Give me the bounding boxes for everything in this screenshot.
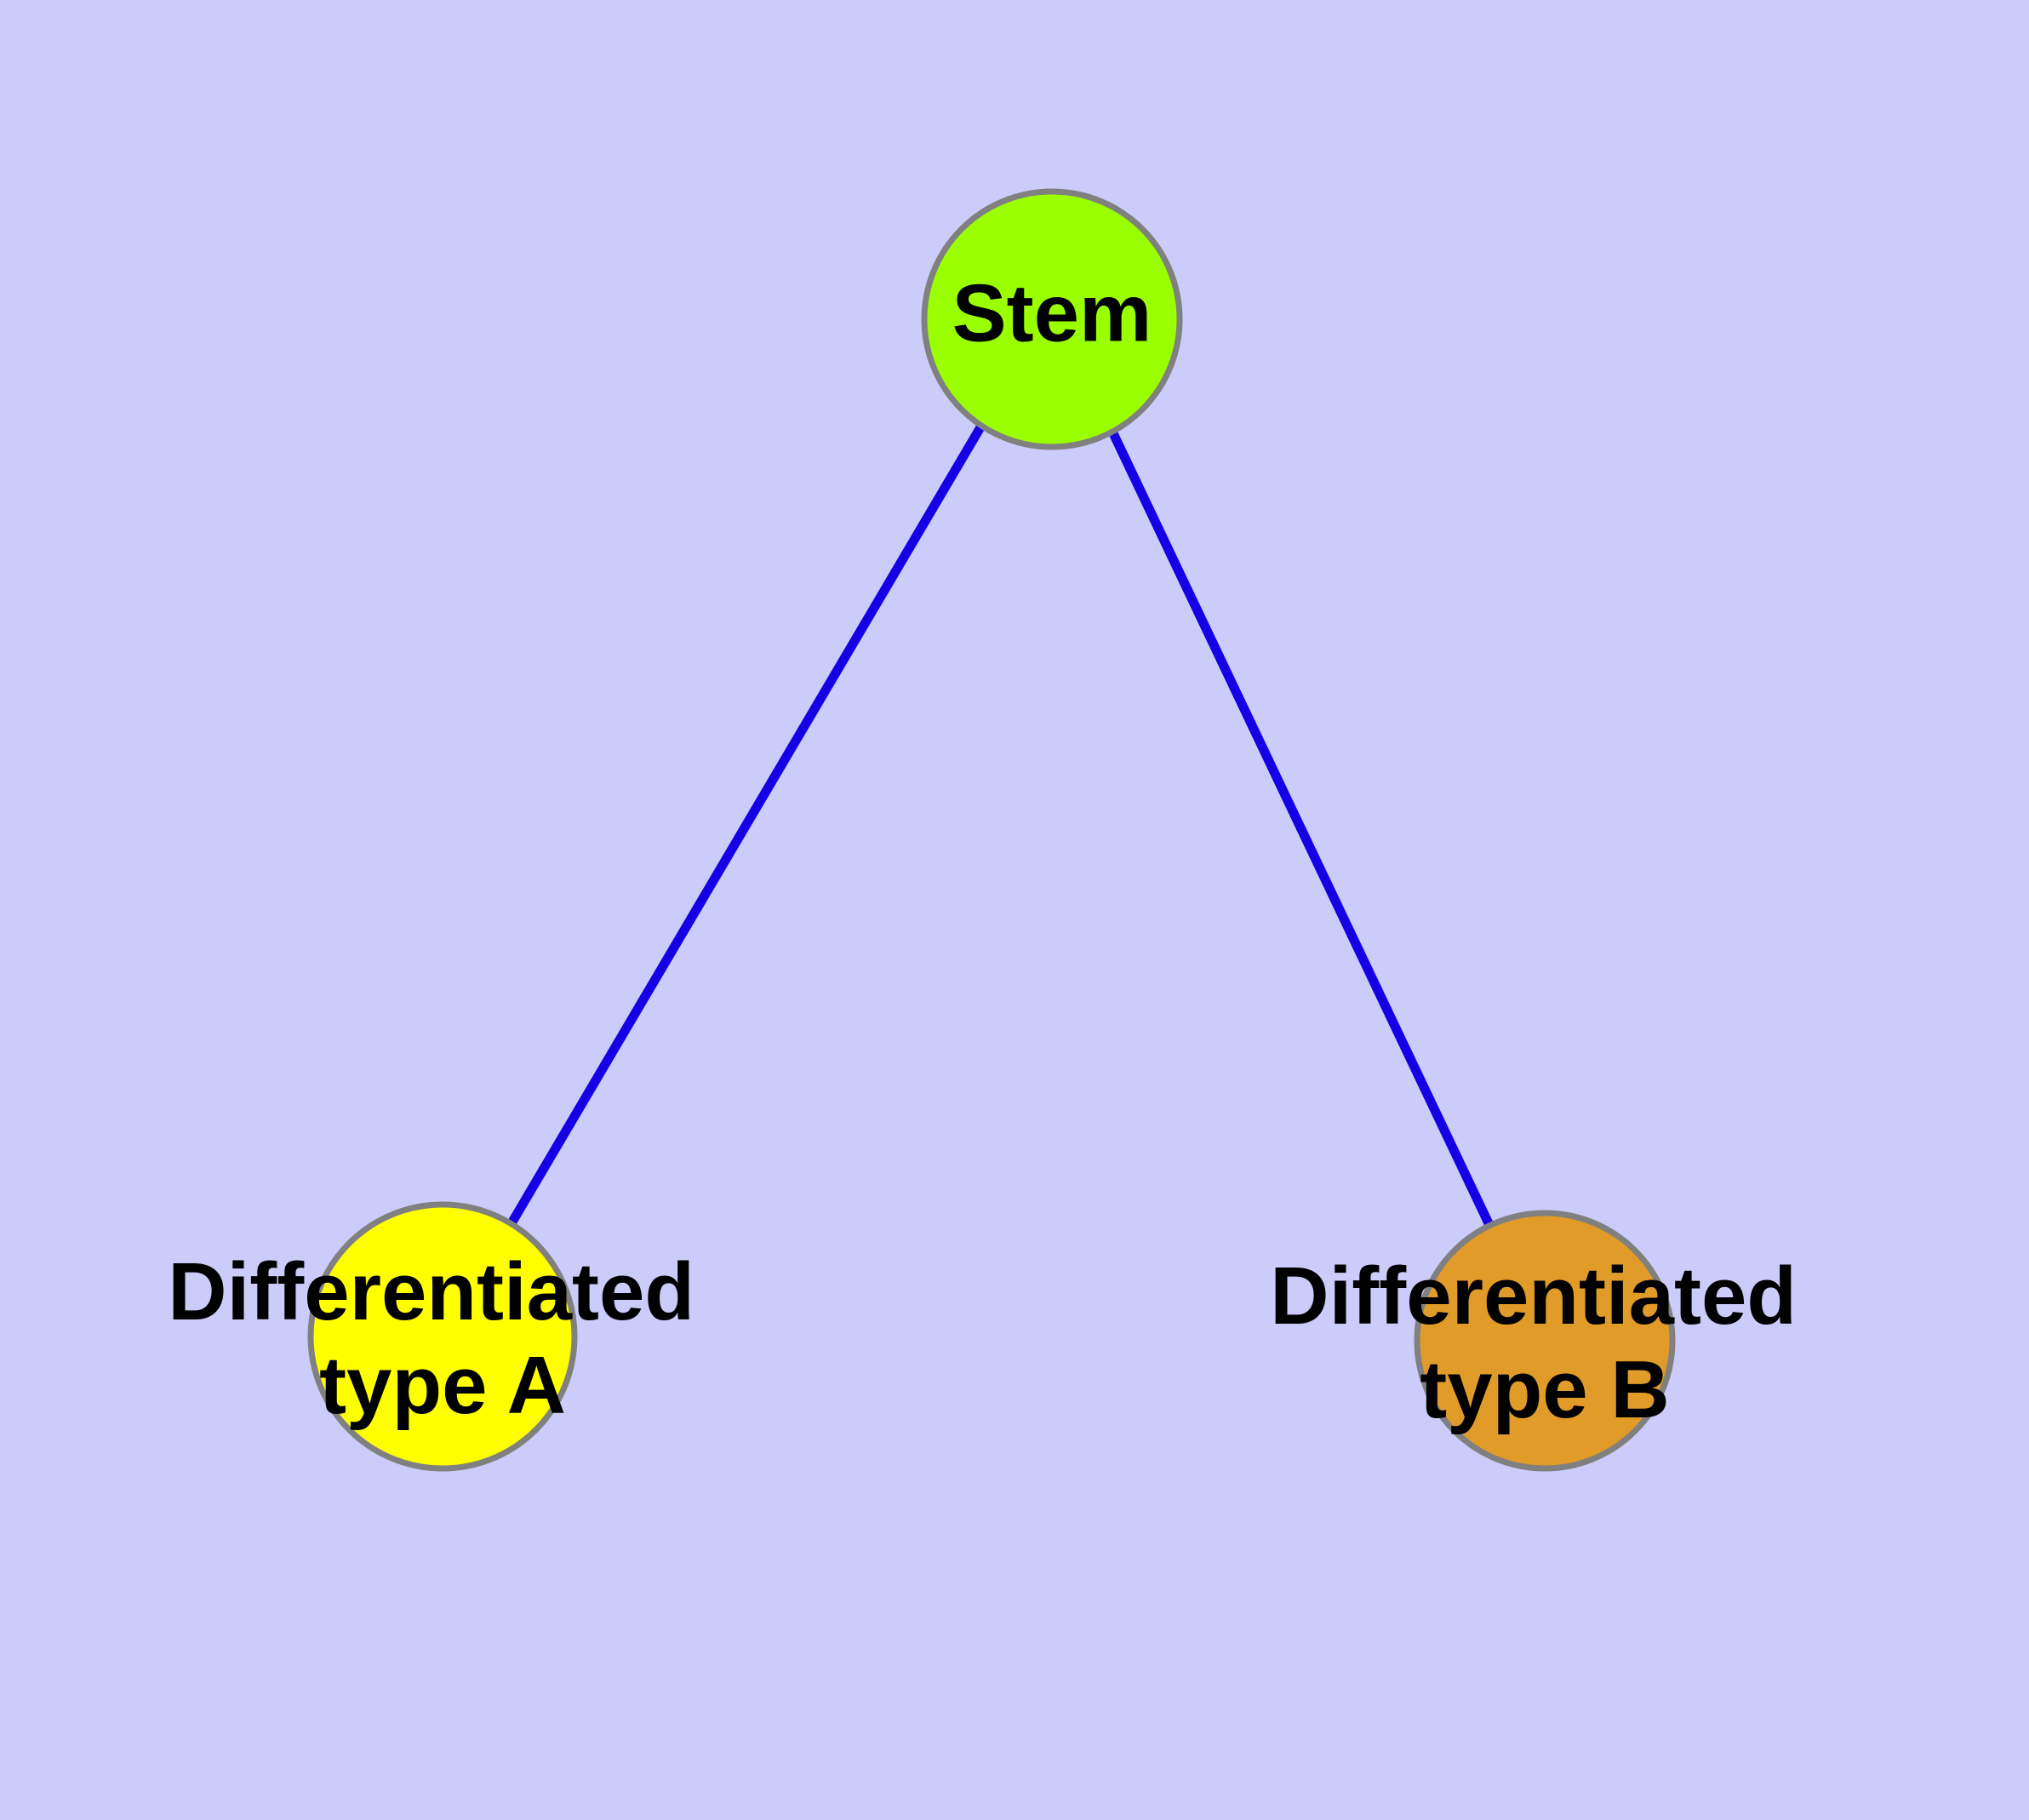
node-differentiated-type-a-label-line-2: type A xyxy=(319,1340,566,1431)
node-stem-circle[interactable] xyxy=(921,188,1183,450)
edge-stem-to-differentiated-type-b[interactable] xyxy=(1109,431,1493,1226)
node-differentiated-type-a-label: Differentiated type A xyxy=(168,1246,717,1431)
node-differentiated-type-a-label-line-1: Differentiated xyxy=(168,1246,694,1337)
node-differentiated-type-b-label-line-1: Differentiated xyxy=(1270,1251,1797,1342)
node-differentiated-type-a[interactable]: Differentiated type A xyxy=(168,1201,717,1472)
edge-stem-to-differentiated-type-a[interactable] xyxy=(507,425,985,1226)
node-differentiated-type-b-circle[interactable] xyxy=(1414,1210,1676,1472)
node-differentiated-type-b-label-line-2: type B xyxy=(1420,1344,1669,1435)
node-differentiated-type-a-circle[interactable] xyxy=(307,1201,578,1472)
node-stem[interactable]: Stem xyxy=(921,188,1183,450)
edge-layer xyxy=(507,425,1493,1226)
node-differentiated-type-b-label: Differentiated type B xyxy=(1270,1251,1819,1435)
node-stem-label: Stem xyxy=(952,267,1152,358)
node-differentiated-type-b[interactable]: Differentiated type B xyxy=(1270,1210,1819,1472)
